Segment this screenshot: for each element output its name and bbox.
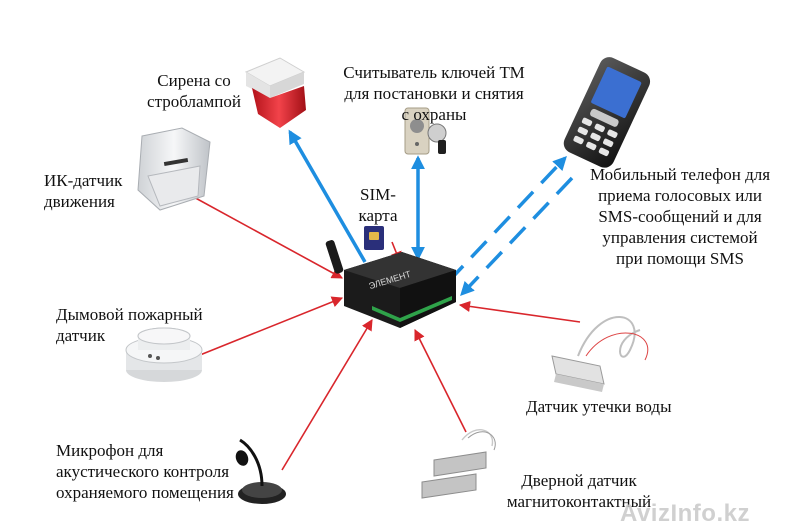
water-leak-sensor-icon <box>551 316 649 392</box>
siren-label: Сирена со строблампой <box>147 71 241 111</box>
arrow-door-to-device <box>414 328 467 433</box>
magnetic-door-sensor-icon <box>421 429 496 499</box>
door-sensor-label: Дверной датчик магнитоконтактный <box>506 471 652 511</box>
smoke-detector-icon <box>125 327 203 382</box>
siren-strobe-icon <box>244 57 306 128</box>
arrow-smoke-to-device <box>199 296 344 356</box>
arrow-mic-to-device <box>281 319 373 471</box>
microphone-icon <box>235 438 286 504</box>
arrow-pir-to-device <box>189 194 343 279</box>
arrow-device-to-siren <box>288 129 367 263</box>
key-reader-label: Считыватель ключей ТМ для постановки и с… <box>343 63 525 124</box>
water-leak-sensor-label: Датчик утечки воды <box>526 397 672 416</box>
watermark-label: AvizInfo.kz <box>620 500 750 527</box>
arrow-device-to-phone <box>446 155 567 284</box>
mobile-phone-label: Мобильный телефон для приема голосовых и… <box>589 165 771 268</box>
pir-motion-sensor-icon <box>137 127 211 211</box>
microphone-label: Микрофон для акустического контроля охра… <box>56 441 234 502</box>
sim-card-label: SIM- карта <box>358 185 398 225</box>
arrow-water-to-device <box>458 300 581 323</box>
smoke-detector-label: Дымовой пожарный датчик <box>56 305 203 345</box>
arrow-phone-to-device <box>460 176 574 297</box>
gsm-controller-icon <box>325 240 456 328</box>
touch-memory-reader-icon <box>404 107 447 155</box>
sim-card-icon <box>364 226 384 250</box>
mobile-phone-icon <box>563 57 651 168</box>
pir-sensor-label: ИК-датчик движения <box>44 171 123 211</box>
